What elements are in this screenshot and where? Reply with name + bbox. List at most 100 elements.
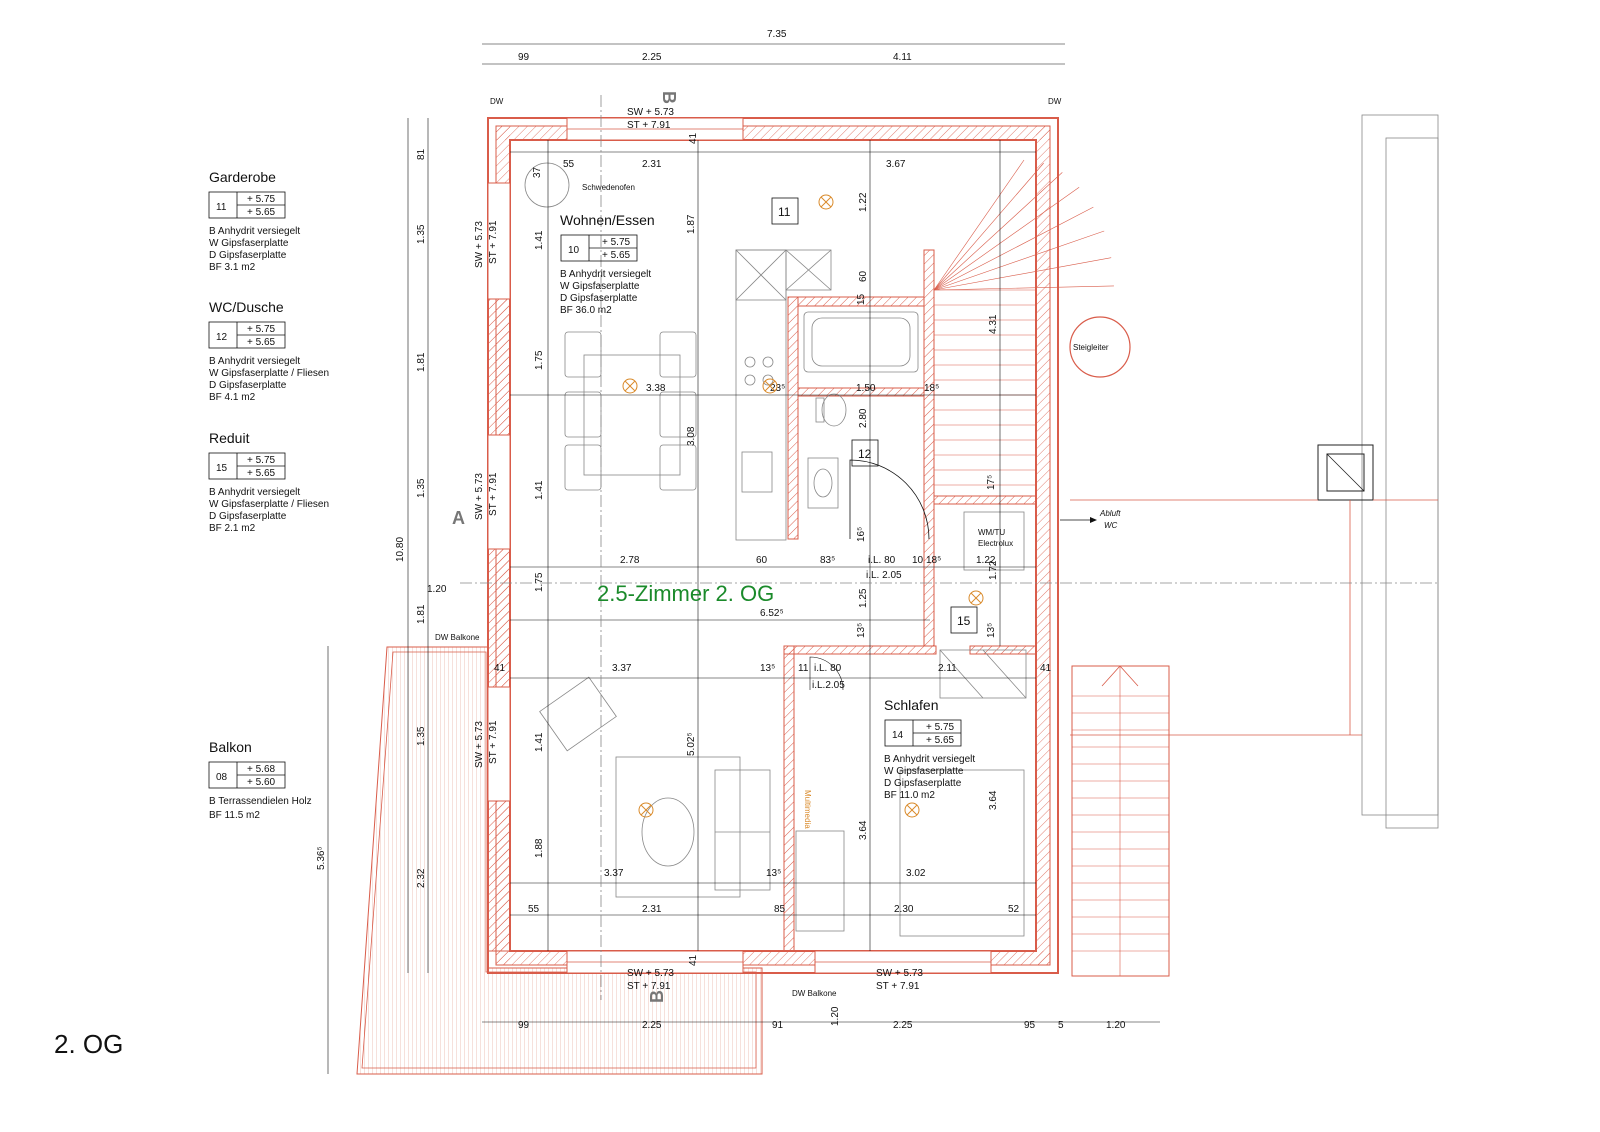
dim-left: 2.32 xyxy=(416,868,427,888)
dim-inner: 3.02 xyxy=(906,868,926,879)
dim-top: 4.11 xyxy=(893,52,912,63)
dim-inner: 15 xyxy=(856,293,867,305)
room-line: B Anhydrit versiegelt xyxy=(884,754,975,765)
dim-inner: 16⁵ xyxy=(856,527,867,542)
window-st: ST + 7.91 xyxy=(627,981,671,992)
light-fixtures xyxy=(622,194,984,818)
dim-inner: 3.64 xyxy=(858,820,869,840)
dim-inner: 3.38 xyxy=(646,383,666,394)
dim-inner: 1.25 xyxy=(858,588,869,608)
room-tag-12: 12 xyxy=(851,439,879,467)
note-dw-balkone: DW Balkone xyxy=(435,633,480,642)
note-abluft: Abluft xyxy=(1099,509,1121,518)
dim-bottom: 2.25 xyxy=(893,1020,913,1031)
dim-bottom: 95 xyxy=(1024,1020,1036,1031)
window-notes: SW + 5.73 ST + 7.91 SW + 5.73 ST + 7.91 … xyxy=(474,107,923,992)
dim-inner: i.L.2.05 xyxy=(812,680,845,691)
dim-inner: 55 xyxy=(563,159,575,170)
room-number: 14 xyxy=(892,730,904,741)
room-level-top: + 5.75 xyxy=(602,237,631,248)
room-number: 10 xyxy=(568,245,580,256)
ceiling-light-icon xyxy=(904,802,920,818)
legend-room-name: Balkon xyxy=(209,739,252,755)
dim-inner: 2.31 xyxy=(642,159,662,170)
room-wohnen-essen: Wohnen/Essen 10 + 5.75 + 5.65 B Anhydrit… xyxy=(560,212,655,316)
room-name: Schlafen xyxy=(884,697,938,713)
dim-top: 2.25 xyxy=(642,52,662,63)
dim-inner: 41 xyxy=(688,954,699,966)
fixtures xyxy=(524,162,1027,937)
dim-left: 1.35 xyxy=(416,478,427,498)
ceiling-light-icon xyxy=(762,378,778,394)
legend-line: BF 11.5 m2 xyxy=(209,810,260,821)
legend-room-name: Reduit xyxy=(209,430,250,446)
window-st: ST + 7.91 xyxy=(876,981,920,992)
note-wm-tu: WM/TU xyxy=(978,528,1005,537)
neighbour-structure xyxy=(1070,114,1439,977)
legend-room-number: 12 xyxy=(216,332,228,343)
dim-inner: 13⁵ xyxy=(856,623,867,638)
room-line: W Gipsfaserplatte xyxy=(560,281,640,292)
plan-notes: DW DW DW Balkone DW Balkone Schwedenofen… xyxy=(435,97,1121,998)
ceiling-light-icon xyxy=(638,802,654,818)
dim-bottom: 91 xyxy=(772,1020,784,1031)
section-mark-a: A xyxy=(452,508,465,528)
room-legend: Garderobe 11 + 5.75 + 5.65 B Anhydrit ve… xyxy=(208,169,329,821)
dim-inner: 1.75 xyxy=(534,572,545,592)
dim-inner: 1.41 xyxy=(534,230,545,250)
legend-line: BF 3.1 m2 xyxy=(209,262,256,273)
dim-bottom: 5 xyxy=(1058,1020,1064,1031)
dim-bottom: 1.20 xyxy=(1106,1020,1126,1031)
dim-bottom: 99 xyxy=(518,1020,530,1031)
window-sw: SW + 5.73 xyxy=(627,968,674,979)
dim-inner: i.L. 80 xyxy=(868,555,896,566)
dim-inner: 1.22 xyxy=(976,555,996,566)
interior-walls xyxy=(783,249,1037,952)
dim-inner: 23⁵ xyxy=(770,383,785,394)
room-tag-number: 15 xyxy=(957,614,971,628)
dim-balkon-width: 1.20 xyxy=(427,584,447,595)
dim-left-total: 10.80 xyxy=(395,537,406,562)
dims-inner: 55 2.31 3.67 37 1.87 1.41 1.75 3.08 1.41… xyxy=(494,132,1052,966)
dim-inner: 1.41 xyxy=(534,480,545,500)
legend-level-bottom: + 5.65 xyxy=(247,468,276,479)
dim-inner: 3.08 xyxy=(686,426,697,446)
stair-tread xyxy=(933,187,1080,291)
dim-inner: 2.11 xyxy=(938,663,957,674)
note-dw-balkone: DW Balkone xyxy=(792,989,837,998)
dim-inner: 1.72 xyxy=(988,560,999,580)
room-name: Wohnen/Essen xyxy=(560,212,655,228)
dim-inner: 18⁵ xyxy=(924,383,939,394)
legend-room-number: 15 xyxy=(216,463,228,474)
room-tag-15: 15 xyxy=(950,606,978,634)
legend-level-bottom: + 5.60 xyxy=(247,777,276,788)
legend-line: B Anhydrit versiegelt xyxy=(209,487,300,498)
room-tag-number: 11 xyxy=(778,205,791,219)
window-st: ST + 7.91 xyxy=(488,220,499,264)
legend-room-name: Garderobe xyxy=(209,169,276,185)
dim-inner: 6.52⁵ xyxy=(760,608,784,619)
room-line: D Gipsfaserplatte xyxy=(884,778,962,789)
window-sw: SW + 5.73 xyxy=(474,473,485,520)
legend-line: D Gipsfaserplatte xyxy=(209,250,287,261)
legend-level-bottom: + 5.65 xyxy=(247,207,276,218)
stair-tread xyxy=(933,257,1112,291)
dim-inner: 2.80 xyxy=(858,408,869,428)
legend-line: D Gipsfaserplatte xyxy=(209,511,287,522)
legend-line: BF 4.1 m2 xyxy=(209,392,256,403)
dim-inner: 5.02⁵ xyxy=(686,732,697,756)
stair-tread xyxy=(933,285,1114,291)
room-level-bottom: + 5.65 xyxy=(926,735,955,746)
dim-inner: 1.75 xyxy=(534,350,545,370)
stair-tread xyxy=(933,159,1025,291)
stair-tread xyxy=(933,172,1063,291)
exterior-walls xyxy=(487,117,1131,974)
dim-inner: 41 xyxy=(494,663,506,674)
dim-inner: i.L. 80 xyxy=(814,663,842,674)
room-line: BF 11.0 m2 xyxy=(884,790,935,801)
section-mark-b-bottom: B xyxy=(647,990,667,1003)
legend-balkon: Balkon 08 + 5.68 + 5.60 B Terrassendiele… xyxy=(208,739,312,821)
dim-inner: 10 xyxy=(912,555,924,566)
window-sw: SW + 5.73 xyxy=(474,221,485,268)
legend-room-number: 11 xyxy=(216,202,227,213)
